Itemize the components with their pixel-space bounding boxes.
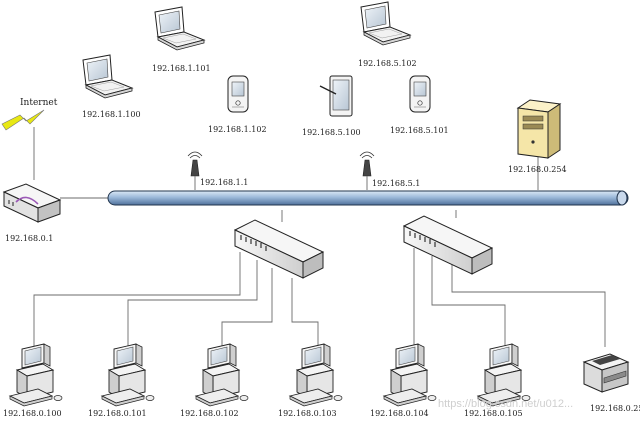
backbone-bus [107, 190, 629, 206]
printer-192-168-0-250-label: 192.168.0.250 [590, 404, 640, 413]
laptop-192-168-1-100-label: 192.168.1.100 [82, 110, 141, 119]
handheld-192-168-1-102-label: 192.168.1.102 [208, 125, 267, 134]
pc-192-168-0-104-label: 192.168.0.104 [370, 409, 429, 418]
pc-192-168-0-101-label: 192.168.0.101 [88, 409, 147, 418]
laptop-icon [154, 6, 205, 51]
printer-icon [582, 353, 630, 393]
desktop-pc-icon [289, 343, 343, 407]
server-icon [516, 99, 562, 159]
router-icon [2, 183, 62, 223]
laptop-192-168-5-102-label: 192.168.5.102 [358, 59, 417, 68]
access-point-192-168-5-1-label: 192.168.5.1 [372, 179, 420, 188]
switch1-to-pc101-wire [127, 260, 258, 347]
laptop-icon [360, 1, 411, 46]
handheld-192-168-5-101-label: 192.168.5.101 [390, 126, 449, 135]
pc-192-168-0-102-label: 192.168.0.102 [180, 409, 239, 418]
switch-icon [403, 215, 493, 275]
desktop-pc-icon [195, 343, 249, 407]
desktop-pc-icon [9, 343, 63, 407]
pc-192-168-0-100-label: 192.168.0.100 [3, 409, 62, 418]
pc-192-168-0-103-label: 192.168.0.103 [278, 409, 337, 418]
router-ip-label: 192.168.0.1 [5, 234, 53, 243]
server-ip-label: 192.168.0.254 [508, 165, 567, 174]
wiring [33, 127, 606, 347]
desktop-pc-icon [383, 343, 437, 407]
desktop-pc-icon [101, 343, 155, 407]
handheld-icon [409, 75, 431, 113]
laptop-icon [82, 54, 133, 99]
switch-icon [234, 219, 324, 279]
tablet-192-168-5-100-label: 192.168.5.100 [302, 128, 361, 137]
switch1-to-pc103-wire [291, 278, 319, 347]
internet-label: Internet [20, 98, 58, 108]
switch1-to-pc102-wire [221, 268, 273, 347]
switch2-to-pc105-wire [431, 256, 506, 347]
watermark-text: https://blog.csdn.net/u012... [438, 398, 573, 410]
handheld-icon [227, 75, 249, 113]
switch1-to-pc100-wire [33, 252, 241, 347]
lightning-icon [1, 109, 45, 131]
pc-192-168-0-105-label: 192.168.0.105 [464, 409, 523, 418]
switch2-to-printer-wire [451, 264, 606, 347]
desktop-pc-icon [477, 343, 531, 407]
laptop-192-168-1-101-label: 192.168.1.101 [152, 64, 211, 73]
tablet-icon [319, 75, 353, 117]
access-point-192-168-1-1-label: 192.168.1.1 [200, 178, 248, 187]
